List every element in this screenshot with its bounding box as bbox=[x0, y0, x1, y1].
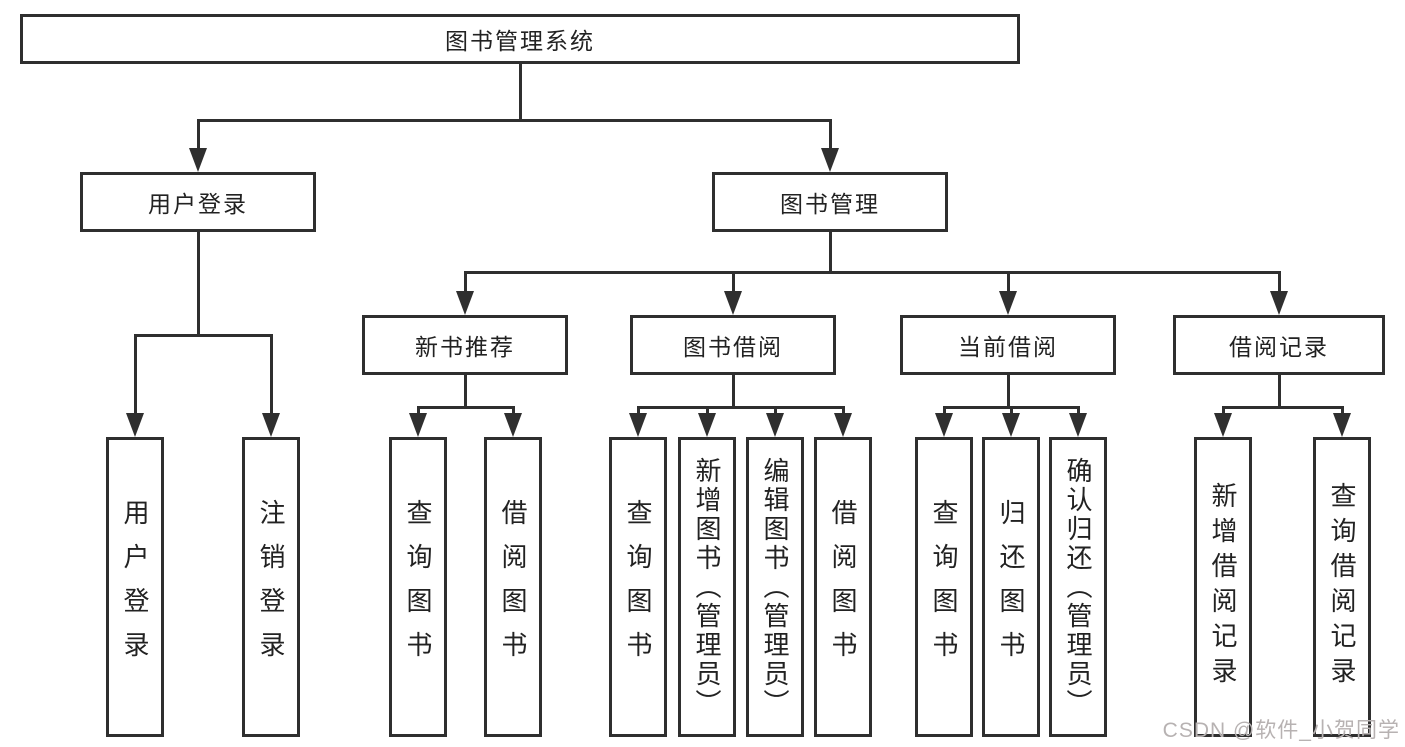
connector-arrow-line bbox=[133, 335, 137, 415]
node-current-borrowing: 当前借阅 bbox=[900, 315, 1116, 375]
connector-arrow-line bbox=[1340, 407, 1344, 415]
leaf-add-books-admin: 新增图书（管理员） bbox=[678, 437, 736, 737]
leaf-query-books-1-label: 查询图书 bbox=[403, 499, 433, 675]
connector-arrow-line bbox=[705, 407, 709, 415]
arrowhead-down-icon bbox=[766, 413, 784, 437]
leaf-logout-label: 注销登录 bbox=[256, 499, 286, 675]
connector-stem bbox=[463, 374, 467, 409]
leaf-confirm-return-admin-label: 确认归还（管理员） bbox=[1063, 456, 1093, 718]
arrowhead-down-icon bbox=[409, 413, 427, 437]
connector-arrow-line bbox=[841, 407, 845, 415]
leaf-logout: 注销登录 bbox=[242, 437, 300, 737]
node-user-login-label: 用户登录 bbox=[148, 191, 248, 217]
leaf-query-books-2: 查询图书 bbox=[609, 437, 667, 737]
leaf-user-login: 用户登录 bbox=[106, 437, 164, 737]
connector-stem bbox=[518, 64, 522, 122]
connector-arrow-line bbox=[511, 407, 515, 415]
connector-arrow-line bbox=[1076, 407, 1080, 415]
leaf-return-books-label: 归还图书 bbox=[996, 499, 1026, 675]
leaf-return-books: 归还图书 bbox=[982, 437, 1040, 737]
leaf-user-login-label: 用户登录 bbox=[120, 499, 150, 675]
connector-arrow-line bbox=[269, 335, 273, 415]
arrowhead-down-icon bbox=[1214, 413, 1232, 437]
arrowhead-down-icon bbox=[456, 291, 474, 315]
connector-arrow-line bbox=[773, 407, 777, 415]
connector-stem bbox=[196, 231, 200, 337]
arrowhead-down-icon bbox=[1002, 413, 1020, 437]
leaf-add-books-admin-label: 新增图书（管理员） bbox=[692, 456, 722, 718]
arrowhead-down-icon bbox=[698, 413, 716, 437]
leaf-query-borrow-record-label: 查询借阅记录 bbox=[1327, 482, 1357, 692]
node-new-book-recommend: 新书推荐 bbox=[362, 315, 568, 375]
arrowhead-down-icon bbox=[1069, 413, 1087, 437]
node-root-label: 图书管理系统 bbox=[445, 28, 595, 54]
node-book-management: 图书管理 bbox=[712, 172, 948, 232]
connector-stem bbox=[1277, 374, 1281, 409]
connector-arrow-line bbox=[828, 120, 832, 150]
arrowhead-down-icon bbox=[935, 413, 953, 437]
node-borrowing-records-label: 借阅记录 bbox=[1229, 334, 1329, 360]
arrowhead-down-icon bbox=[629, 413, 647, 437]
leaf-edit-books-admin-label: 编辑图书（管理员） bbox=[760, 456, 790, 718]
watermark-text: CSDN @软件_小贺同学 bbox=[1162, 719, 1400, 742]
leaf-borrow-books-2: 借阅图书 bbox=[814, 437, 872, 737]
leaf-borrow-books-1-label: 借阅图书 bbox=[498, 499, 528, 675]
arrowhead-down-icon bbox=[834, 413, 852, 437]
leaf-query-books-3-label: 查询图书 bbox=[929, 499, 959, 675]
connector-arrow-line bbox=[636, 407, 640, 415]
node-book-borrowing-label: 图书借阅 bbox=[683, 334, 783, 360]
connector-branch bbox=[463, 270, 1281, 274]
arrowhead-down-icon bbox=[126, 413, 144, 437]
connector-arrow-line bbox=[416, 407, 420, 415]
connector-arrow-line bbox=[1221, 407, 1225, 415]
node-book-borrowing: 图书借阅 bbox=[630, 315, 836, 375]
connector-stem bbox=[828, 231, 832, 274]
connector-branch bbox=[1221, 405, 1344, 409]
arrowhead-down-icon bbox=[724, 291, 742, 315]
node-borrowing-records: 借阅记录 bbox=[1173, 315, 1385, 375]
arrowhead-down-icon bbox=[821, 148, 839, 172]
connector-branch bbox=[196, 118, 832, 122]
arrowhead-down-icon bbox=[1333, 413, 1351, 437]
connector-arrow-line bbox=[463, 272, 467, 293]
arrowhead-down-icon bbox=[999, 291, 1017, 315]
leaf-query-borrow-record: 查询借阅记录 bbox=[1313, 437, 1371, 737]
node-book-management-label: 图书管理 bbox=[780, 191, 880, 217]
node-user-login: 用户登录 bbox=[80, 172, 316, 232]
leaf-add-borrow-record: 新增借阅记录 bbox=[1194, 437, 1252, 737]
arrowhead-down-icon bbox=[504, 413, 522, 437]
connector-branch bbox=[133, 333, 273, 337]
connector-stem bbox=[1006, 374, 1010, 409]
connector-branch bbox=[636, 405, 845, 409]
leaf-query-books-2-label: 查询图书 bbox=[623, 499, 653, 675]
leaf-add-borrow-record-label: 新增借阅记录 bbox=[1208, 482, 1238, 692]
arrowhead-down-icon bbox=[262, 413, 280, 437]
leaf-query-books-1: 查询图书 bbox=[389, 437, 447, 737]
node-new-book-recommend-label: 新书推荐 bbox=[415, 334, 515, 360]
arrowhead-down-icon bbox=[189, 148, 207, 172]
connector-arrow-line bbox=[1277, 272, 1281, 293]
arrowhead-down-icon bbox=[1270, 291, 1288, 315]
connector-stem bbox=[731, 374, 735, 409]
connector-arrow-line bbox=[942, 407, 946, 415]
leaf-confirm-return-admin: 确认归还（管理员） bbox=[1049, 437, 1107, 737]
connector-arrow-line bbox=[731, 272, 735, 293]
leaf-query-books-3: 查询图书 bbox=[915, 437, 973, 737]
connector-arrow-line bbox=[196, 120, 200, 150]
connector-arrow-line bbox=[1009, 407, 1013, 415]
node-root: 图书管理系统 bbox=[20, 14, 1020, 64]
connector-branch bbox=[416, 405, 515, 409]
leaf-edit-books-admin: 编辑图书（管理员） bbox=[746, 437, 804, 737]
leaf-borrow-books-1: 借阅图书 bbox=[484, 437, 542, 737]
node-current-borrowing-label: 当前借阅 bbox=[958, 334, 1058, 360]
leaf-borrow-books-2-label: 借阅图书 bbox=[828, 499, 858, 675]
connector-arrow-line bbox=[1006, 272, 1010, 293]
